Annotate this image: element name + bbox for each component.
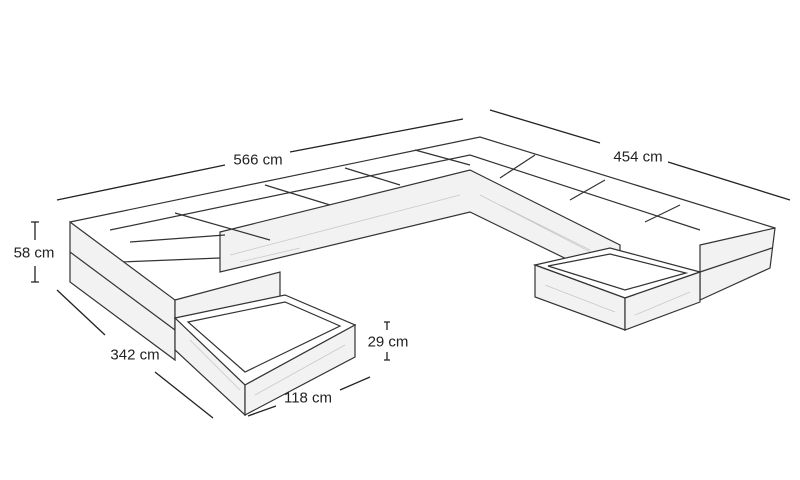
dim-line-58 [31, 221, 39, 283]
module-dividers [119, 149, 681, 263]
tier-line [699, 247, 773, 273]
wall-texture [229, 194, 611, 263]
left-low-box-inner [186, 301, 342, 373]
tier-line [69, 251, 176, 331]
dim-line-342 [56, 289, 214, 419]
dim-label-arm-length: 342 cm [110, 346, 160, 364]
dim-label-length: 566 cm [233, 151, 283, 169]
dim-line-454 [489, 109, 791, 201]
dim-line-29 [384, 321, 390, 361]
dim-line-118 [247, 376, 371, 417]
dim-label-low-height: 29 cm [367, 333, 409, 351]
right-low-box-front [624, 271, 701, 331]
dim-line-566 [56, 118, 464, 201]
wall-texture [544, 284, 691, 316]
back-rim [69, 136, 776, 229]
right-low-box-inner [547, 253, 689, 291]
back-rim-inner [109, 154, 701, 231]
right-arm-end-face [699, 227, 776, 301]
wall-texture [189, 339, 346, 396]
dim-label-module-width: 118 cm [283, 389, 333, 407]
dim-label-tall-height: 58 cm [13, 244, 55, 262]
dim-label-depth: 454 cm [613, 148, 663, 166]
